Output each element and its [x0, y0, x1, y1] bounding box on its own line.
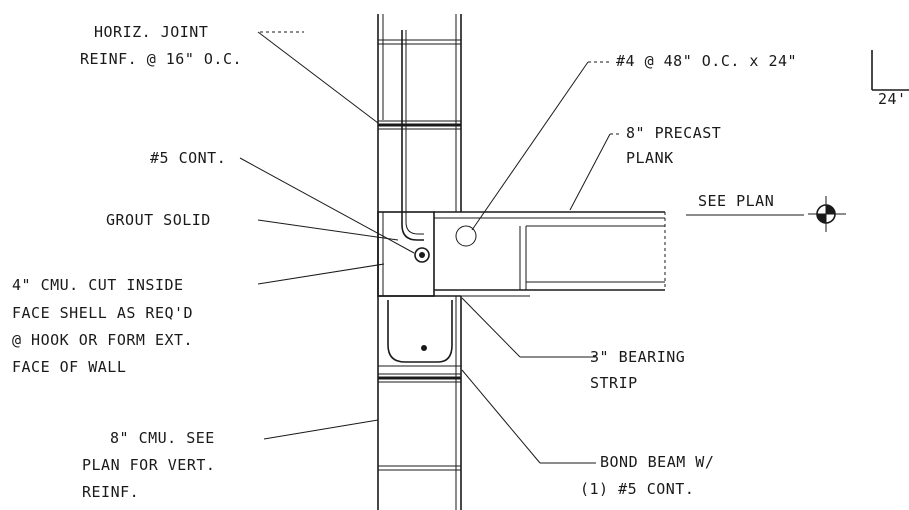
precast-plank	[434, 211, 666, 297]
label-bearing-2: STRIP	[590, 374, 638, 392]
reinforcing	[401, 30, 430, 351]
label-cmu4-2: FACE SHELL AS REQ'D	[12, 304, 193, 322]
label-grout: GROUT SOLID	[106, 211, 211, 229]
leader-bond	[461, 369, 541, 464]
label-bar-spacing: #4 @ 48" O.C. x 24"	[616, 52, 797, 70]
leader-bar-spacing	[471, 61, 589, 231]
grout-hole	[455, 225, 477, 247]
cmu-wall	[377, 14, 462, 510]
bar-leg-dimension	[871, 50, 909, 91]
label-cmu4-3: @ HOOK OR FORM EXT.	[12, 331, 193, 349]
vertical-bar-hook-inner	[405, 30, 424, 235]
callout-labels: HORIZ. JOINT REINF. @ 16" O.C. #4 @ 48" …	[12, 23, 907, 501]
label-bond-1: BOND BEAM W/	[600, 453, 714, 471]
label-cmu4-4: FACE OF WALL	[12, 358, 126, 376]
vertical-bar-hook	[401, 30, 424, 241]
section-marker-icon	[808, 196, 846, 232]
leader-cmu8	[263, 419, 379, 440]
leader-cmu4	[257, 263, 385, 285]
bond-beam-bar	[421, 345, 427, 351]
bond-beam-cavity	[387, 300, 453, 363]
leader-precast	[569, 133, 611, 211]
leader-grout	[257, 219, 399, 241]
label-bond-2: (1) #5 CONT.	[580, 480, 694, 498]
label-cmu8-3: REINF.	[82, 483, 139, 501]
leader-lines	[239, 31, 804, 464]
label-horiz-joint-1: HORIZ. JOINT	[94, 23, 208, 41]
leader-bearing	[461, 297, 521, 358]
label-cmu4-1: 4" CMU. CUT INSIDE	[12, 276, 184, 294]
label-bar-leg: 24'	[878, 90, 907, 108]
cont-5-bar	[414, 247, 430, 263]
label-see-plan: SEE PLAN	[698, 192, 774, 210]
leader-cont5	[239, 157, 415, 254]
label-precast-1: 8" PRECAST	[626, 124, 721, 142]
label-cmu8-2: PLAN FOR VERT.	[82, 456, 215, 474]
label-horiz-joint-2: REINF. @ 16" O.C.	[80, 50, 242, 68]
label-bearing-1: 3" BEARING	[590, 348, 685, 366]
leader-horiz-joint	[257, 31, 379, 124]
label-cont5: #5 CONT.	[150, 149, 226, 167]
cont-5-bar-core	[419, 252, 425, 258]
label-cmu8-1: 8" CMU. SEE	[110, 429, 215, 447]
label-precast-2: PLANK	[626, 149, 674, 167]
